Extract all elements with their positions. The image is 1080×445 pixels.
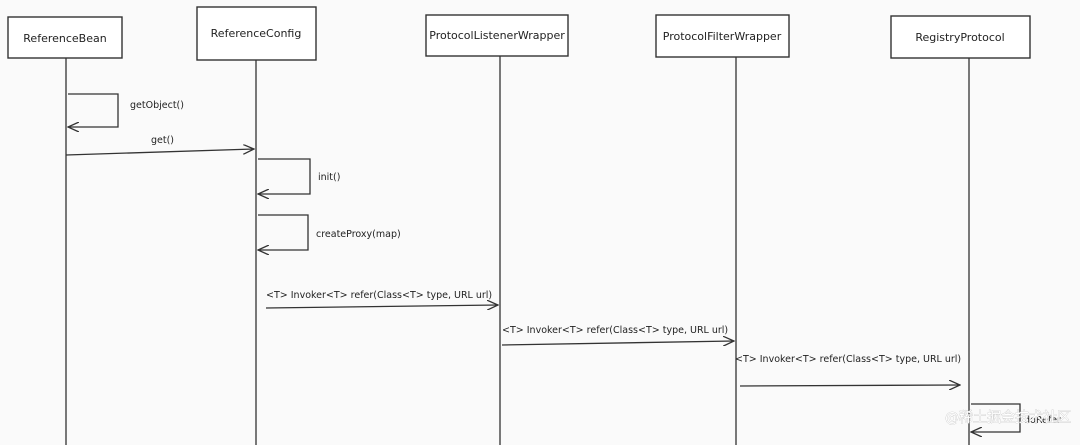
message-refer-3: <T> Invoker<T> refer(Class<T> type, URL … <box>735 354 961 386</box>
participant-label: ProtocolListenerWrapper <box>429 29 565 42</box>
participant-box <box>890 15 1031 59</box>
participant-registry-protocol: RegistryProtocol <box>890 15 1031 445</box>
participant-label: ReferenceConfig <box>211 27 302 40</box>
participant-box <box>196 6 317 61</box>
message-label: <T> Invoker<T> refer(Class<T> type, URL … <box>266 290 492 301</box>
participant-protocol-filter-wrapper: ProtocolFilterWrapper <box>655 14 790 445</box>
message-getobject: getObject() <box>68 93 184 127</box>
self-call-arrow <box>68 93 119 127</box>
participant-box <box>655 14 790 58</box>
participant-box <box>7 16 123 59</box>
message-refer-2: <T> Invoker<T> refer(Class<T> type, URL … <box>501 325 734 345</box>
participant-protocol-listener-wrapper: ProtocolListenerWrapper <box>425 14 569 445</box>
participant-box <box>425 14 569 57</box>
message-label: createProxy(map) <box>316 229 401 240</box>
participant-label: RegistryProtocol <box>915 31 1004 44</box>
call-arrow <box>65 149 254 156</box>
self-call-arrow <box>258 158 311 194</box>
message-label: getObject() <box>130 100 184 111</box>
message-createproxy: createProxy(map) <box>258 214 401 250</box>
message-label: doRefer <box>1024 415 1061 426</box>
self-call-arrow <box>971 403 1021 432</box>
message-label: get() <box>151 135 174 146</box>
message-label: <T> Invoker<T> refer(Class<T> type, URL … <box>502 325 728 336</box>
call-arrow <box>501 341 734 345</box>
message-dorefer: doRefer <box>971 403 1061 432</box>
message-get: get() <box>65 135 254 156</box>
message-init: init() <box>258 158 340 194</box>
message-refer-1: <T> Invoker<T> refer(Class<T> type, URL … <box>265 290 498 308</box>
message-label: <T> Invoker<T> refer(Class<T> type, URL … <box>735 354 961 365</box>
call-arrow <box>265 305 498 308</box>
watermark: @稀土掘金技术社区 <box>945 410 1071 426</box>
participant-label: ProtocolFilterWrapper <box>663 30 782 43</box>
call-arrow <box>739 385 960 386</box>
participant-reference-config: ReferenceConfig <box>196 6 317 445</box>
message-label: init() <box>318 172 340 183</box>
participant-reference-bean: ReferenceBean <box>7 16 123 445</box>
self-call-arrow <box>258 214 309 250</box>
participant-label: ReferenceBean <box>23 32 106 45</box>
